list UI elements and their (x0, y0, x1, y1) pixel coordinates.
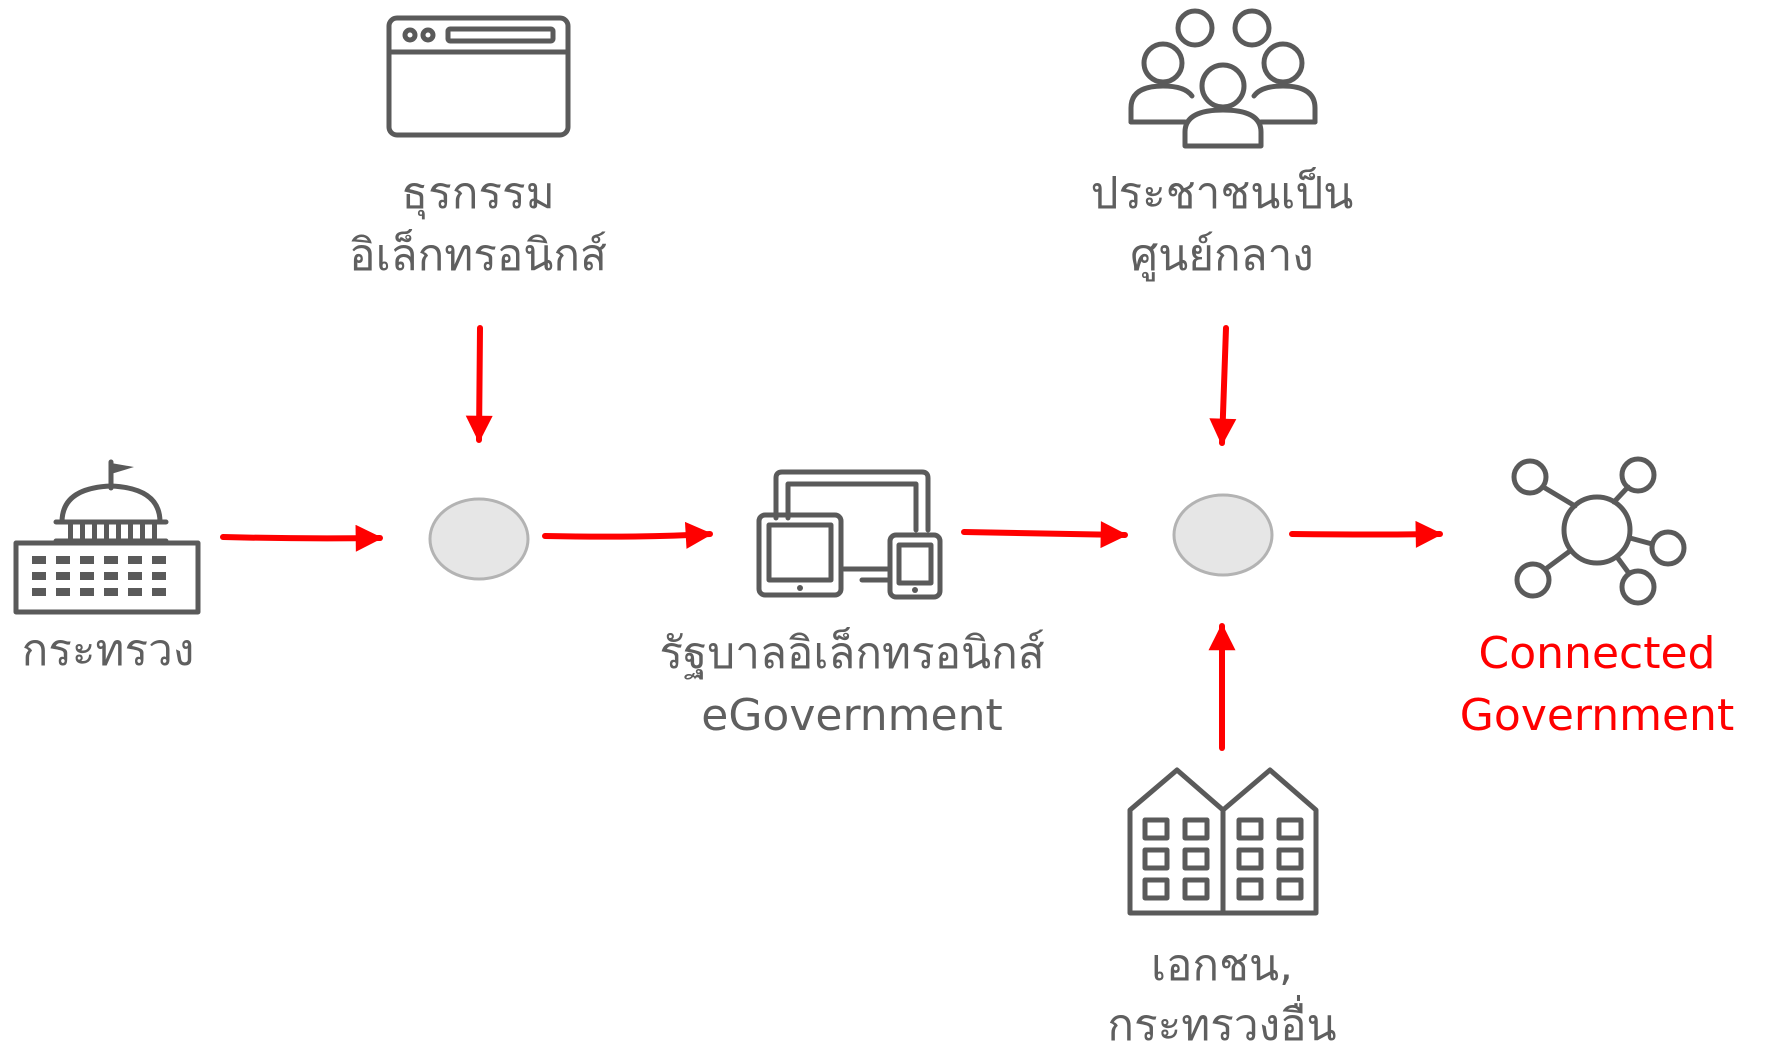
arrow-junction-2-to-connected (1289, 520, 1443, 548)
ministry-label: กระทรวง (22, 625, 195, 676)
arrow-citizen-to-junction-2 (1209, 325, 1237, 446)
ministry-node: กระทรวง (13, 459, 201, 676)
browser-window-icon (386, 15, 571, 138)
junction-circle-1 (428, 497, 530, 581)
citizen-centric-node: ประชาชนเป็น ศูนย์กลาง (1091, 8, 1354, 282)
e-government-label-line-1: รัฐบาลอิเล็กทรอนิกส์ (659, 627, 1044, 679)
e-commerce-label-line-1: ธุรกรรม (401, 168, 554, 220)
e-commerce-label-line-2: อิเล็กทรอนิกส์ (349, 229, 607, 281)
connected-government-label-line-1: Connected (1479, 628, 1716, 679)
e-commerce-node: ธุรกรรม อิเล็กทรอนิกส์ (349, 15, 607, 281)
citizen-centric-label-line-1: ประชาชนเป็น (1091, 167, 1354, 219)
connected-government-label-line-2: Government (1460, 690, 1734, 741)
arrow-ministry-to-junction-1 (220, 524, 383, 552)
private-sector-label-line-1: เอกชน, (1151, 940, 1293, 991)
e-government-label-line-2: eGovernment (701, 690, 1002, 741)
e-government-node: รัฐบาลอิเล็กทรอนิกส์ eGovernment (659, 469, 1045, 741)
connected-government-node: Connected Government (1460, 456, 1734, 741)
private-sector-node: เอกชน, กระทรวงอื่น (1107, 767, 1337, 1050)
government-building-icon (13, 459, 201, 615)
flow-arrows (220, 325, 1443, 751)
arrow-egovernment-to-junction-2 (961, 521, 1128, 549)
arrow-junction-1-to-egovernment (542, 521, 713, 549)
junction-circle-2 (1172, 493, 1274, 577)
office-buildings-icon (1127, 767, 1319, 916)
multi-device-icon (756, 469, 943, 600)
citizen-centric-label-line-2: ศูนย์กลาง (1130, 230, 1314, 282)
network-hub-icon (1511, 456, 1687, 606)
private-sector-label-line-2: กระทรวงอื่น (1107, 994, 1336, 1050)
people-group-icon (1128, 8, 1318, 149)
arrow-ecommerce-to-junction-1 (465, 325, 493, 443)
